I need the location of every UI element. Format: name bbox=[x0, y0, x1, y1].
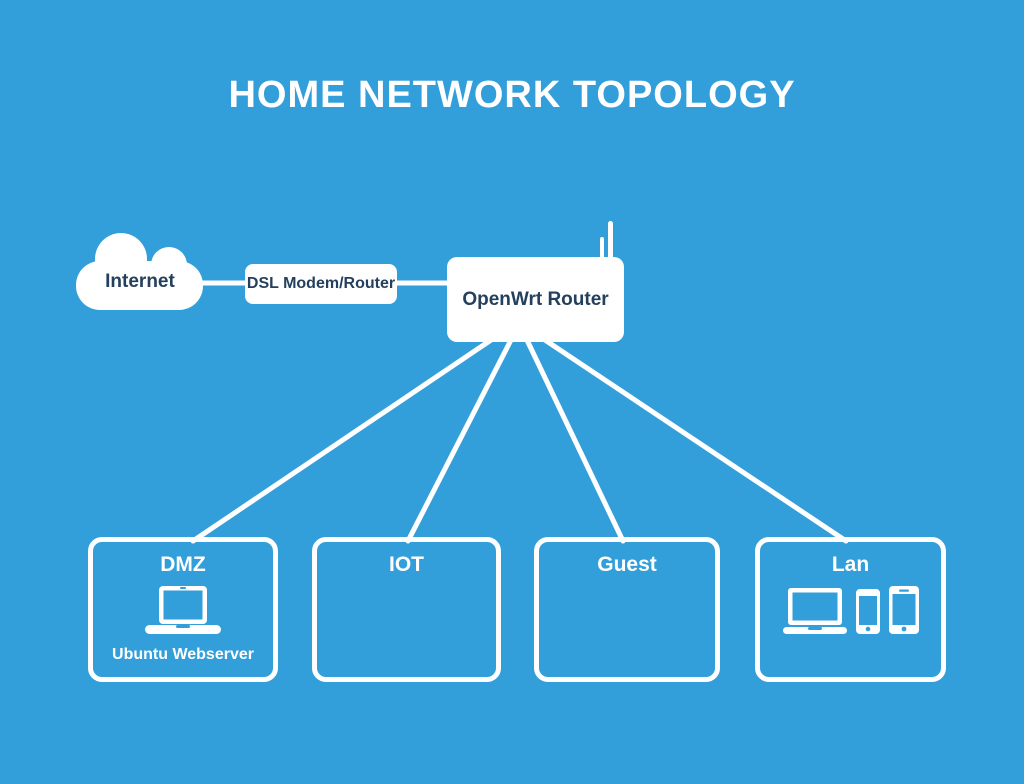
iot-title: IOT bbox=[389, 553, 424, 576]
node-iot: IOT bbox=[312, 537, 501, 682]
node-dmz: DMZ Ubuntu Webserver bbox=[88, 537, 278, 682]
node-lan: Lan bbox=[755, 537, 946, 682]
edge-router-dmz bbox=[190, 335, 497, 544]
node-guest: Guest bbox=[534, 537, 720, 682]
dmz-title: DMZ bbox=[160, 553, 206, 576]
antenna-icon bbox=[600, 237, 604, 261]
dsl-modem-label: DSL Modem/Router bbox=[246, 275, 396, 292]
lan-title: Lan bbox=[831, 553, 870, 576]
edge-router-iot bbox=[405, 335, 515, 544]
smartphone-icon bbox=[855, 589, 880, 634]
node-dsl-modem: DSL Modem/Router bbox=[245, 264, 397, 304]
antenna-icon bbox=[608, 221, 613, 261]
laptop-icon bbox=[782, 588, 847, 634]
edge-router-lan bbox=[539, 335, 849, 544]
internet-label: Internet bbox=[105, 271, 175, 292]
tablet-icon bbox=[888, 586, 919, 634]
dmz-device-label: Ubuntu Webserver bbox=[112, 646, 254, 663]
guest-title: Guest bbox=[597, 553, 657, 576]
node-internet: Internet bbox=[74, 233, 206, 311]
cloud-icon bbox=[76, 233, 203, 310]
node-openwrt-router: OpenWrt Router bbox=[447, 257, 624, 342]
laptop-icon bbox=[145, 586, 221, 634]
openwrt-router-label: OpenWrt Router bbox=[462, 288, 609, 310]
edge-router-guest bbox=[523, 335, 626, 544]
page-title: HOME NETWORK TOPOLOGY bbox=[228, 74, 796, 116]
